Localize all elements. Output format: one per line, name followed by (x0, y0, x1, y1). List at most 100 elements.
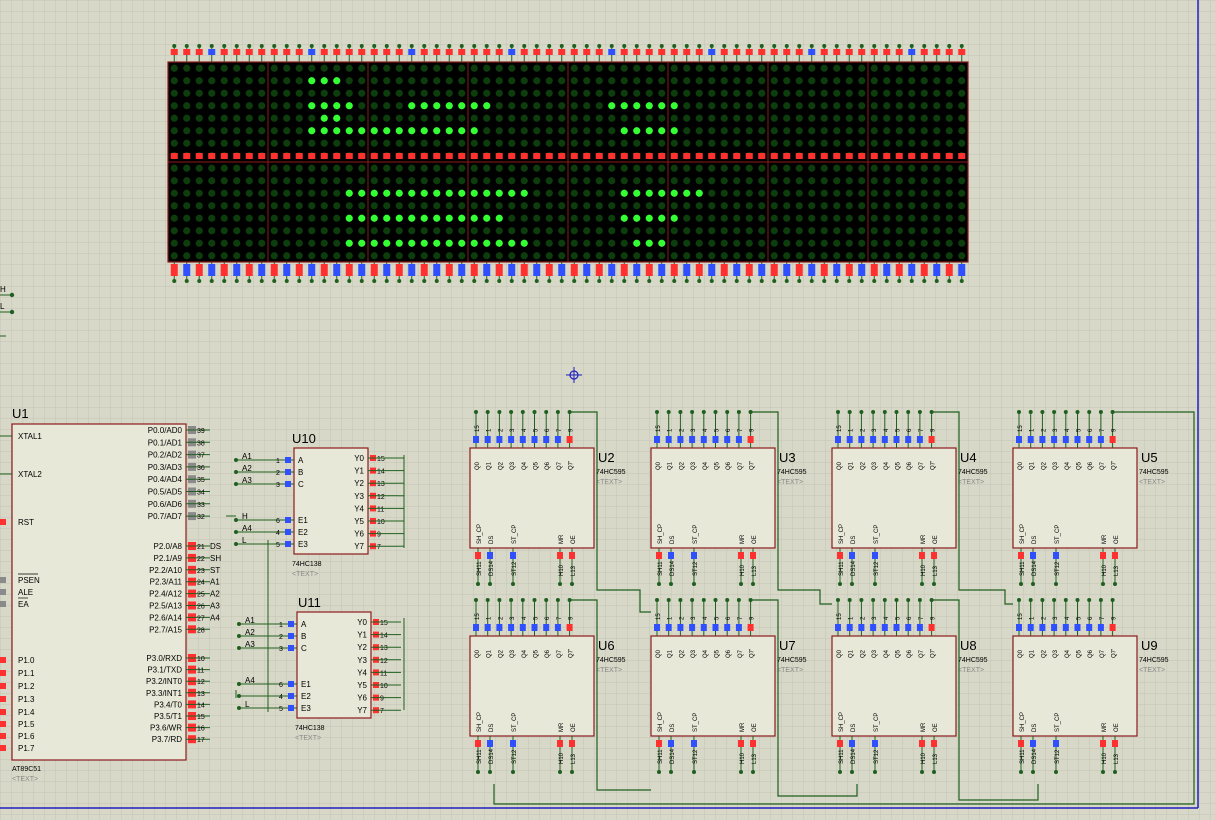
shift-register-top-pin-label[interactable]: Q5 (715, 461, 721, 470)
decoder-out-pin[interactable]: Y3 (354, 492, 364, 501)
shift-register-top-pin-label[interactable]: Q0 (837, 649, 843, 658)
shift-register-top-pin-label[interactable]: Q5 (1077, 649, 1083, 658)
shift-register-top-pin-label[interactable]: Q4 (1065, 649, 1071, 658)
shift-register-top-pin-label[interactable]: Q7 (1100, 461, 1106, 470)
shift-register-top-pin-label[interactable]: Q1 (1030, 649, 1036, 658)
shift-register-bottom-pin-label[interactable]: ST_CP (1055, 525, 1061, 544)
u1-pin-p0-4-ad4[interactable]: P0.4/AD4 (148, 475, 183, 484)
u1-pin-ale[interactable]: ALE (18, 588, 33, 597)
shift-register-top-pin-label[interactable]: Q4 (884, 461, 890, 470)
u1-pin-p0-5-ad5[interactable]: P0.5/AD5 (148, 488, 183, 497)
shift-register-bottom-pin-label[interactable]: DS (1032, 724, 1038, 732)
shift-register-u2[interactable]: U274HC595<TEXT>15Q01Q12Q23Q34Q45Q56Q67Q7… (469, 410, 626, 586)
shift-register-bottom-pin-label[interactable]: DS (851, 536, 857, 544)
decoder-out-pin[interactable]: Y7 (357, 706, 367, 715)
u1-pin-p1-2[interactable]: P1.2 (18, 682, 35, 691)
shift-register-bottom-pin-label[interactable]: OE (1114, 535, 1120, 544)
u1-pin-xtal1[interactable]: XTAL1 (18, 432, 42, 441)
u1-pin-p0-6-ad6[interactable]: P0.6/AD6 (148, 500, 183, 509)
shift-register-top-pin-label[interactable]: Q6 (1088, 461, 1094, 470)
shift-register-bottom-pin-label[interactable]: OE (1114, 723, 1120, 732)
shift-register-top-pin-label[interactable]: Q7 (919, 461, 925, 470)
shift-register-bottom-pin-label[interactable]: SH_CP (1020, 524, 1026, 544)
shift-register-top-pin-label[interactable]: Q1 (668, 649, 674, 658)
shift-register-top-pin-label[interactable]: Q7' (750, 461, 756, 470)
shift-register-top-pin-label[interactable]: Q1 (487, 649, 493, 658)
shift-register-bottom-pin-label[interactable]: ST_CP (1055, 713, 1061, 732)
decoder-out-pin[interactable]: Y3 (357, 656, 367, 665)
decoder-u11[interactable]: U1174HC138<TEXT>A1A1B2A2C3A3E16A4E24E35L… (237, 595, 401, 742)
shift-register-bottom-pin-label[interactable]: SH_CP (477, 524, 483, 544)
u1-pin-p3-3-int1[interactable]: P3.3/INT1 (146, 689, 183, 698)
u1-pin-p2-4-a12[interactable]: P2.4/A12 (149, 590, 182, 599)
u1-pin-p0-2-ad2[interactable]: P0.2/AD2 (148, 451, 183, 460)
shift-register-top-pin-label[interactable]: Q2 (498, 649, 504, 658)
shift-register-bottom-pin-label[interactable]: OE (933, 535, 939, 544)
shift-register-top-pin-label[interactable]: Q7' (569, 649, 575, 658)
shift-register-top-pin-label[interactable]: Q4 (1065, 461, 1071, 470)
shift-register-u6[interactable]: U674HC595<TEXT>15Q01Q12Q23Q34Q45Q56Q67Q7… (469, 598, 626, 774)
shift-register-top-pin-label[interactable]: Q3 (510, 461, 516, 470)
decoder-in-pin[interactable]: E3 (301, 704, 311, 713)
u1-pin-p2-1-a9[interactable]: P2.1/A9 (154, 554, 183, 563)
shift-register-top-pin-label[interactable]: Q1 (849, 461, 855, 470)
shift-register-bottom-pin-label[interactable]: ST_CP (512, 525, 518, 544)
decoder-out-pin[interactable]: Y6 (354, 530, 364, 539)
shift-register-bottom-pin-label[interactable]: DS (489, 724, 495, 732)
shift-register-top-pin-label[interactable]: Q2 (860, 461, 866, 470)
shift-register-bottom-pin-label[interactable]: DS (670, 536, 676, 544)
shift-register-top-pin-label[interactable]: Q6 (907, 649, 913, 658)
shift-register-bottom-pin-label[interactable]: SH_CP (1020, 712, 1026, 732)
u1-pin-p1-3[interactable]: P1.3 (18, 695, 35, 704)
shift-register-bottom-pin-label[interactable]: OE (933, 723, 939, 732)
shift-register-top-pin-label[interactable]: Q2 (679, 461, 685, 470)
shift-register-top-pin-label[interactable]: Q4 (522, 461, 528, 470)
shift-register-top-pin-label[interactable]: Q4 (884, 649, 890, 658)
shift-register-top-pin-label[interactable]: Q7' (1112, 649, 1118, 658)
shift-register-bottom-pin-label[interactable]: ST_CP (874, 713, 880, 732)
shift-register-top-pin-label[interactable]: Q3 (691, 649, 697, 658)
shift-register-top-pin-label[interactable]: Q5 (896, 461, 902, 470)
shift-register-u9[interactable]: U974HC595<TEXT>15Q01Q12Q23Q34Q45Q56Q67Q7… (1012, 598, 1169, 774)
shift-register-bottom-pin-label[interactable]: SH_CP (658, 712, 664, 732)
shift-register-bottom-pin-label[interactable]: OE (571, 535, 577, 544)
u1-pin-p3-2-int0[interactable]: P3.2/INT0 (146, 677, 183, 686)
decoder-out-pin[interactable]: Y5 (354, 517, 364, 526)
shift-register-top-pin-label[interactable]: Q2 (1041, 461, 1047, 470)
decoder-out-pin[interactable]: Y4 (357, 668, 367, 677)
decoder-in-pin[interactable]: E2 (301, 692, 311, 701)
shift-register-top-pin-label[interactable]: Q2 (679, 649, 685, 658)
shift-register-bottom-pin-label[interactable]: MR (1102, 534, 1108, 544)
shift-register-bottom-pin-label[interactable]: MR (559, 722, 565, 732)
shift-register-u8[interactable]: U874HC595<TEXT>15Q01Q12Q23Q34Q45Q56Q67Q7… (831, 598, 988, 774)
u1-pin-p3-6-wr[interactable]: P3.6/WR (150, 724, 182, 733)
shift-register-bottom-pin-label[interactable]: MR (740, 722, 746, 732)
shift-register-bottom-pin-label[interactable]: OE (752, 535, 758, 544)
u1-pin-p3-1-txd[interactable]: P3.1/TXD (147, 666, 182, 675)
shift-register-top-pin-label[interactable]: Q7' (931, 649, 937, 658)
led-matrix-display[interactable] (167, 44, 969, 283)
u1-pin-p0-3-ad3[interactable]: P0.3/AD3 (148, 463, 183, 472)
shift-register-top-pin-label[interactable]: Q6 (545, 461, 551, 470)
shift-register-top-pin-label[interactable]: Q0 (837, 461, 843, 470)
u1-pin-p2-6-a14[interactable]: P2.6/A14 (149, 613, 182, 622)
shift-register-top-pin-label[interactable]: Q3 (872, 461, 878, 470)
shift-register-top-pin-label[interactable]: Q6 (907, 461, 913, 470)
shift-register-top-pin-label[interactable]: Q0 (1018, 461, 1024, 470)
shift-register-top-pin-label[interactable]: Q7 (557, 649, 563, 658)
u1-pin-p2-2-a10[interactable]: P2.2/A10 (149, 566, 182, 575)
decoder-in-pin[interactable]: E3 (298, 540, 308, 549)
decoder-out-pin[interactable]: Y2 (354, 479, 364, 488)
shift-register-bottom-pin-label[interactable]: DS (489, 536, 495, 544)
shift-register-top-pin-label[interactable]: Q1 (1030, 461, 1036, 470)
shift-register-bottom-pin-label[interactable]: SH_CP (839, 524, 845, 544)
shift-register-top-pin-label[interactable]: Q7' (750, 649, 756, 658)
decoder-in-pin[interactable]: A (298, 456, 304, 465)
u1-pin-p3-0-rxd[interactable]: P3.0/RXD (146, 654, 182, 663)
shift-register-bottom-pin-label[interactable]: MR (1102, 722, 1108, 732)
shift-register-top-pin-label[interactable]: Q5 (534, 649, 540, 658)
shift-register-top-pin-label[interactable]: Q5 (534, 461, 540, 470)
shift-register-top-pin-label[interactable]: Q2 (498, 461, 504, 470)
shift-register-bottom-pin-label[interactable]: ST_CP (693, 713, 699, 732)
